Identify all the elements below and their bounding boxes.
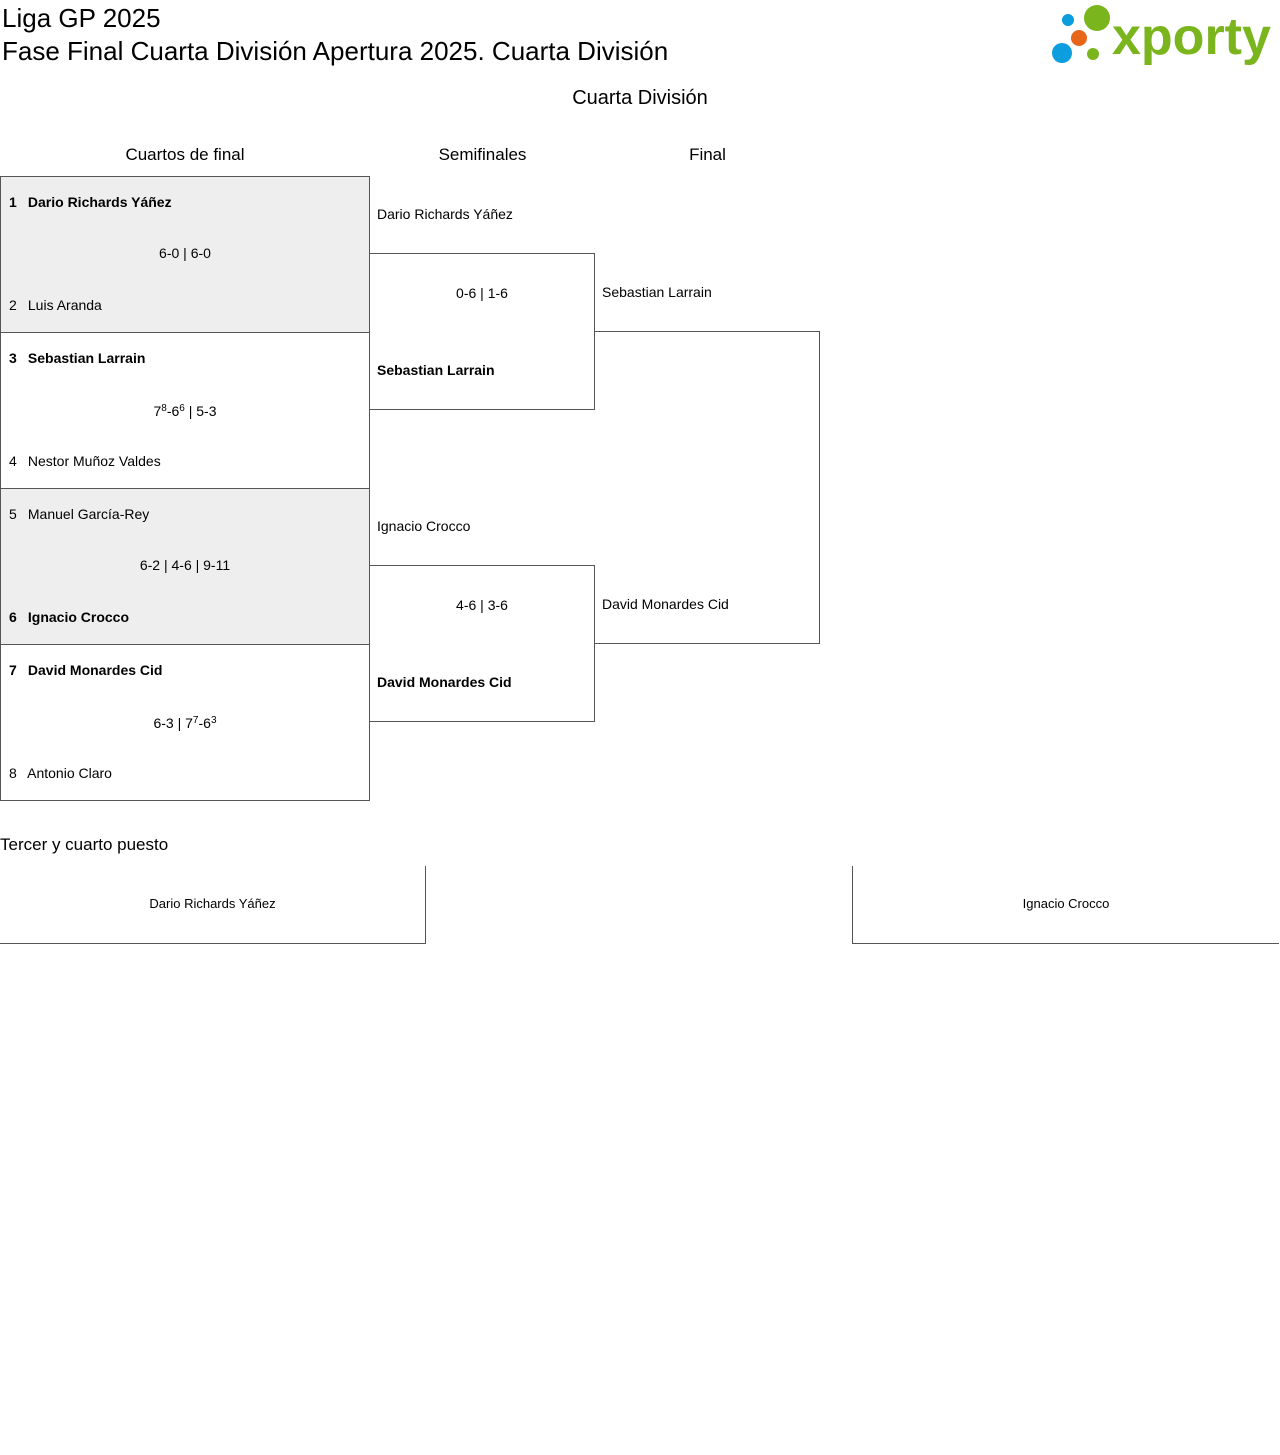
seed-number: 2	[9, 297, 17, 313]
third-place-left-slot: Dario Richards Yáñez	[0, 866, 426, 944]
match-player-bottom: 6 Ignacio Crocco	[9, 608, 129, 626]
logo-dot-green-small	[1087, 48, 1099, 60]
seed-number: 5	[9, 506, 17, 522]
semifinal-1-score: 0-6 | 1-6	[456, 285, 508, 301]
semifinal-2-player-bottom: David Monardes Cid	[377, 674, 512, 690]
final-player-top: Sebastian Larrain	[602, 284, 712, 300]
match-player-bottom: 8 Antonio Claro	[9, 764, 112, 782]
round-heading-semifinals: Semifinales	[438, 145, 527, 164]
seed-number: 3	[9, 350, 17, 366]
match-player-top: 1 Dario Richards Yáñez	[9, 193, 172, 211]
seed-number: 8	[9, 765, 17, 781]
third-place-left-player: Dario Richards Yáñez	[149, 896, 276, 911]
match-score: 78-66 | 5-3	[153, 403, 217, 419]
player-name: Dario Richards Yáñez	[27, 194, 172, 210]
logo-dot-orange	[1071, 30, 1087, 46]
match-player-top: 5 Manuel García-Rey	[9, 505, 149, 523]
seed-number: 6	[9, 609, 17, 625]
semifinal-2-score: 4-6 | 3-6	[456, 597, 508, 613]
match-player-bottom: 2 Luis Aranda	[9, 296, 102, 314]
player-name: Luis Aranda	[27, 297, 102, 313]
player-name: Nestor Muñoz Valdes	[27, 453, 161, 469]
logo-wordmark: xporty	[1112, 8, 1271, 66]
final-bracket	[595, 331, 820, 644]
xporty-logo: xporty	[1052, 5, 1271, 66]
round-heading-final: Final	[689, 145, 726, 164]
page-subtitle: Fase Final Cuarta División Apertura 2025…	[2, 36, 669, 66]
seed-number: 4	[9, 453, 17, 469]
semifinal-1-player-bottom: Sebastian Larrain	[377, 362, 495, 378]
player-name: David Monardes Cid	[27, 662, 163, 678]
logo-dot-blue-large	[1052, 43, 1072, 63]
third-place-right-slot: Ignacio Crocco	[852, 866, 1279, 944]
quarterfinal-match-2: 3 Sebastian Larrain 78-66 | 5-3 4 Nestor…	[0, 332, 370, 489]
match-score: 6-2 | 4-6 | 9-11	[139, 557, 231, 573]
seed-number: 1	[9, 194, 17, 210]
player-name: Manuel García-Rey	[27, 506, 150, 522]
logo-dot-green-large	[1084, 5, 1110, 31]
seed-number: 7	[9, 662, 17, 678]
match-player-top: 3 Sebastian Larrain	[9, 349, 145, 367]
final-player-bottom: David Monardes Cid	[602, 596, 729, 612]
match-player-top: 7 David Monardes Cid	[9, 661, 162, 679]
division-title: Cuarta División	[572, 87, 708, 109]
page-title: Liga GP 2025	[2, 3, 161, 33]
player-name: Ignacio Crocco	[27, 609, 130, 625]
round-heading-quarterfinals: Cuartos de final	[125, 145, 245, 164]
quarterfinal-match-3: 5 Manuel García-Rey 6-2 | 4-6 | 9-11 6 I…	[0, 488, 370, 645]
semifinal-1-player-top: Dario Richards Yáñez	[377, 206, 513, 222]
quarterfinal-match-1: 1 Dario Richards Yáñez 6-0 | 6-0 2 Luis …	[0, 176, 370, 333]
third-place-right-player: Ignacio Crocco	[1022, 896, 1110, 911]
match-score: 6-3 | 77-63	[153, 715, 217, 731]
quarterfinal-match-4: 7 David Monardes Cid 6-3 | 77-63 8 Anton…	[0, 644, 370, 801]
semifinal-2-player-top: Ignacio Crocco	[377, 518, 471, 534]
semifinal-1-bracket	[370, 253, 595, 410]
match-score: 6-0 | 6-0	[159, 245, 211, 261]
semifinal-2-bracket	[370, 565, 595, 722]
third-place-title: Tercer y cuarto puesto	[0, 835, 169, 854]
logo-dot-blue-small	[1062, 14, 1074, 26]
player-name: Antonio Claro	[27, 765, 112, 781]
player-name: Sebastian Larrain	[27, 350, 146, 366]
match-player-bottom: 4 Nestor Muñoz Valdes	[9, 452, 161, 470]
